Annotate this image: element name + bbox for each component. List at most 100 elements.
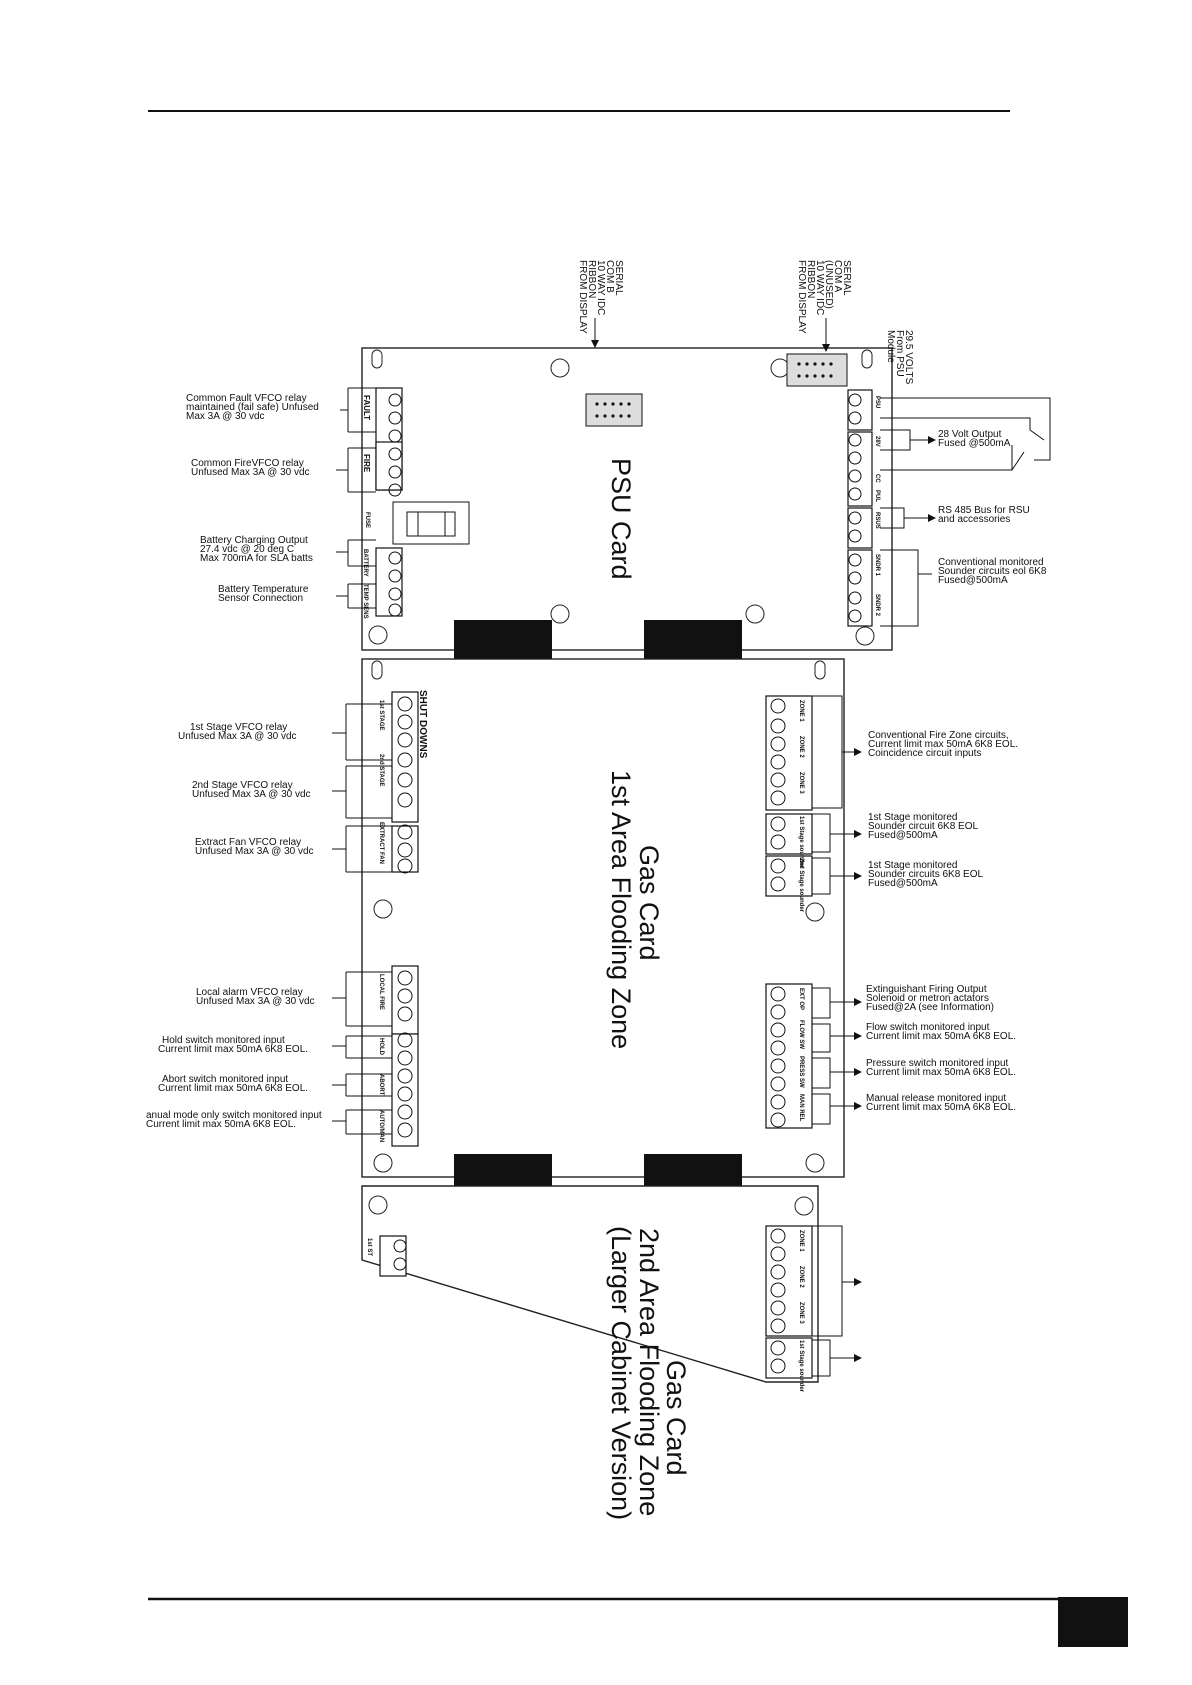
psu-left-terminals: FAULT FIRE BATTERY TEMP SENS [362, 387, 403, 619]
serial-b-line-0: SERIAL [613, 260, 624, 296]
svg-text:1st Area Flooding Zone: 1st Area Flooding Zone [606, 770, 636, 1049]
gas1-title-2: 1st Area Flooding Zone [606, 770, 636, 1049]
g2-zone3-label: ZONE 3 [798, 1302, 804, 1324]
svg-text:SERIALCOM B10 WAY IDCRIBBONFRO: SERIALCOM B10 WAY IDCRIBBONFROM DISPLAY [577, 260, 624, 334]
g1-2nd-stage-label: 2nd STAGE [378, 754, 384, 787]
serial-a-line-0: SERIAL [841, 260, 852, 296]
g2-sounder-label: 1st Stage sounder [798, 1340, 804, 1393]
psu-ribbon-connector-left [454, 620, 552, 662]
psu-sndr2-label: SNDR 2 [874, 594, 880, 617]
psu-ln0-2: Max 3A @ 30 vdc [186, 411, 265, 422]
psu-rn2-2: Fused@500mA [938, 575, 1008, 586]
g1-rn3-0: Extinguishant Firing Output [866, 984, 987, 995]
page-number-box [1058, 1597, 1128, 1647]
gas1-right-notes: Conventional Fire Zone circuits,Current … [812, 695, 1018, 1125]
psu-rn0-1: Fused @500mA [938, 438, 1011, 449]
g1-zone2-label: ZONE 2 [798, 736, 804, 758]
svg-text:Gas Card: Gas Card [661, 1360, 691, 1476]
g1-ln1-1: Unfused Max 3A @ 30 vdc [192, 789, 311, 800]
psu-rn1-1: and accessories [938, 514, 1010, 525]
g1-rn1-0: 1st Stage monitored [868, 812, 958, 823]
g1-press-sw-label: PRESS SW [798, 1056, 804, 1088]
svg-text:(Larger Cabinet Version): (Larger Cabinet Version) [606, 1226, 636, 1520]
g1-rn3-1: Solenoid or metron actators [866, 993, 989, 1004]
g1-rn4-0: Flow switch monitored input [866, 1022, 990, 1033]
psu-card: FUSE FAULT FIRE BATTERY TEMP SENS [361, 347, 893, 662]
g1-ln6-0: anual mode only switch monitored input [146, 1110, 322, 1121]
psu-28v-label: 28V [874, 436, 880, 447]
psu-ln2-0: Battery Charging Output [200, 535, 308, 546]
g1-rn5-1: Current limit max 50mA 6K8 EOL. [866, 1067, 1016, 1078]
g1-ln5-1: Current limit max 50mA 6K8 EOL. [158, 1083, 308, 1094]
g1-ln3-1: Unfused Max 3A @ 30 vdc [196, 996, 315, 1007]
psu-pul-label: PUL [874, 490, 880, 502]
g2-zone1-label: ZONE 1 [798, 1230, 804, 1252]
psu-in-line-0: 29.5 VOLTS [903, 330, 914, 385]
g1-rn0-0: Conventional Fire Zone circuits, [868, 730, 1009, 741]
g1-rn0-2: Coincidence circuit inputs [868, 748, 981, 759]
psu-in-line-1: From PSU [894, 330, 905, 377]
gas2-title-2: 2nd Area Flooding Zone [634, 1228, 664, 1516]
g1-rn2-1: Sounder circuits 6K8 EOL [868, 869, 983, 880]
g1-rn2-2: Fused@500mA [868, 878, 938, 889]
g2-zone2-label: ZONE 2 [798, 1266, 804, 1288]
psu-temp-sens-label: TEMP SENS [362, 584, 368, 619]
serial-a-line-3: 10 WAY IDC [814, 260, 825, 315]
serial-a-line-2: (UNUSED) [823, 260, 834, 309]
svg-text:29.5 VOLTSFrom PSUModule: 29.5 VOLTSFrom PSUModule [885, 330, 914, 385]
svg-text:Conventional Fire Zone circuit: Conventional Fire Zone circuits,Current … [868, 730, 1018, 759]
g1-rn3-2: Fused@2A (see Information) [866, 1002, 994, 1013]
serial-a-line-1: COM A [832, 260, 843, 293]
psu-sndr1-label: SNDR 1 [874, 554, 880, 577]
svg-text:anual mode only switch monitor: anual mode only switch monitored inputCu… [146, 1110, 322, 1130]
serial-b-line-3: RIBBON [586, 260, 597, 298]
g1-hold-label: HOLD [378, 1038, 384, 1056]
serial-a-line-4: RIBBON [805, 260, 816, 298]
g1-rn6-0: Manual release monitored input [866, 1093, 1006, 1104]
g1-ln0-0: 1st Stage VFCO relay [190, 722, 287, 733]
g1-1st-stage-label: 1st STAGE [378, 700, 384, 731]
gas1-title-1: Gas Card [634, 845, 664, 961]
svg-text:2nd Area Flooding Zone: 2nd Area Flooding Zone [634, 1228, 664, 1516]
gas-card-1: SHUT DOWNS 1st STAGE 2nd STAGE EXTRACT F… [361, 658, 845, 1196]
g1-ln4-0: Hold switch monitored input [162, 1035, 285, 1046]
psu-in-line-2: Module [885, 330, 896, 363]
psu-rn2-0: Conventional monitored [938, 557, 1044, 568]
psu-ln0-1: maintained (fail safe) Unfused [186, 402, 319, 413]
g1-ln1-0: 2nd Stage VFCO relay [192, 780, 293, 791]
psu-rn1-0: RS 485 Bus for RSU [938, 505, 1030, 516]
g1-auto-man-label: AUTO/MAN [378, 1110, 384, 1142]
psu-cc-label: CC [874, 474, 880, 483]
psu-rsus-label: RSUS [874, 512, 880, 529]
psu-top-annotations: SERIALCOM B10 WAY IDCRIBBONFROM DISPLAY … [577, 260, 914, 385]
g1-ln2-1: Unfused Max 3A @ 30 vdc [195, 846, 314, 857]
psu-in-label: PSU [874, 396, 880, 408]
psu-card-title: PSU Card [606, 458, 636, 580]
g1-ln6-1: Current limit max 50mA 6K8 EOL. [146, 1119, 296, 1130]
g1-ln4-1: Current limit max 50mA 6K8 EOL. [158, 1044, 308, 1055]
psu-right-terminals: PSU 28V CC PUL RSUS SNDR 1 SNDR 2 [847, 389, 880, 627]
psu-ln3-1: Sensor Connection [218, 593, 303, 604]
g2-1st-st-label: 1st ST [366, 1238, 372, 1256]
g1-rn0-1: Current limit max 50mA 6K8 EOL. [868, 739, 1018, 750]
g1-rn1-1: Sounder circuit 6K8 EOL [868, 821, 978, 832]
g1-ln2-0: Extract Fan VFCO relay [195, 837, 301, 848]
gas2-title-1: Gas Card [661, 1360, 691, 1476]
gas2-title-3: (Larger Cabinet Version) [606, 1226, 636, 1520]
g1-man-rel-label: MAN REL [798, 1094, 804, 1122]
psu-ribbon-connector-right [644, 620, 742, 662]
svg-text:SERIALCOM A(UNUSED)10 WAY IDCR: SERIALCOM A(UNUSED)10 WAY IDCRIBBONFROM … [796, 260, 852, 334]
